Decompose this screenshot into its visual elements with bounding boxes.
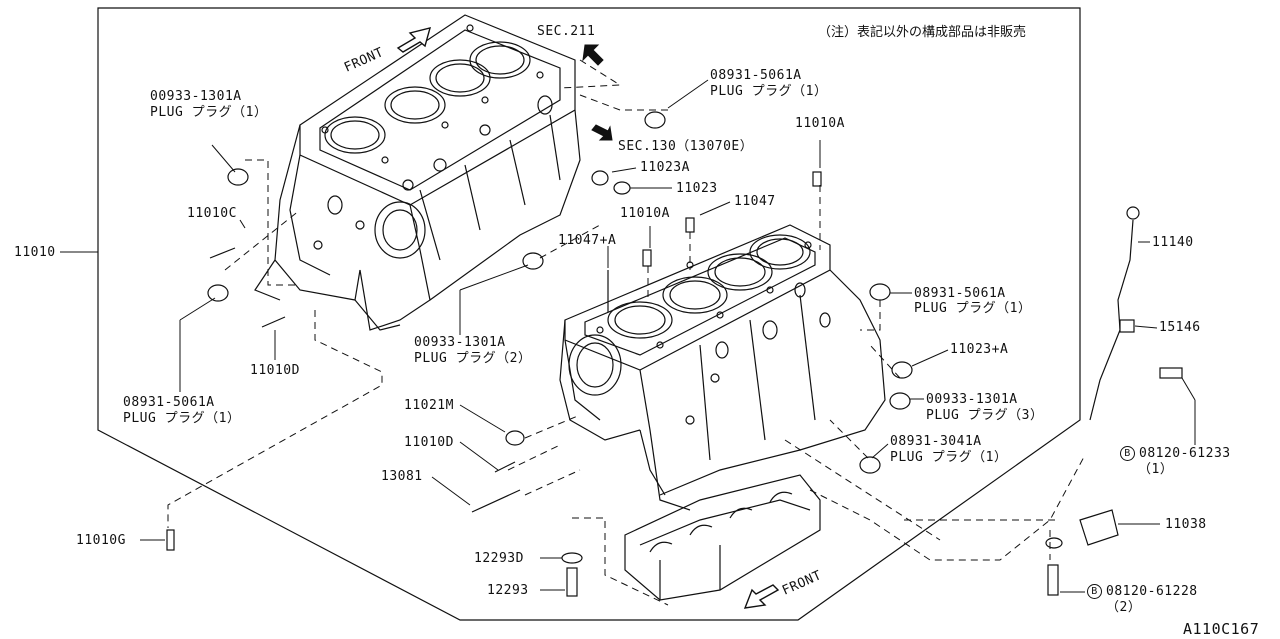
callout-08931-right-number[interactable]: 08931-5061A [914, 286, 1006, 301]
callout-11010a-top[interactable]: 11010A [795, 116, 845, 131]
callout-11140[interactable]: 11140 [1152, 235, 1194, 250]
callout-08931-3041a-number[interactable]: 08931-3041A [890, 434, 982, 449]
bolt-symbol-icon: B [1087, 584, 1102, 599]
callout-11021m[interactable]: 11021M [404, 398, 454, 413]
callout-11038[interactable]: 11038 [1165, 517, 1207, 532]
callout-12293[interactable]: 12293 [487, 583, 529, 598]
callout-11010g[interactable]: 11010G [76, 533, 126, 548]
callout-11010d-left[interactable]: 11010D [250, 363, 300, 378]
leader-lines [60, 79, 1196, 593]
dashed-guides [167, 59, 1086, 606]
front-arrow-bottom [743, 584, 780, 609]
sec-130-label: SEC.130（13070E） [618, 139, 754, 154]
callout-08120-61233-qty: （1） [1138, 462, 1174, 477]
callout-08120-61233[interactable]: B 08120-61233 [1120, 446, 1231, 461]
callout-00933-top-desc: PLUG プラグ（1） [150, 105, 268, 120]
assembly-boundary [97, 7, 1081, 621]
callout-11010[interactable]: 11010 [14, 245, 56, 260]
callout-00933-mid-desc: PLUG プラグ（2） [414, 351, 532, 366]
callout-08931-3041a-desc: PLUG プラグ（1） [890, 450, 1008, 465]
callout-00933-right-desc: PLUG プラグ（3） [926, 408, 1044, 423]
sec130-arrow [591, 124, 613, 141]
callout-08120-61228-number: 08120-61228 [1106, 584, 1198, 599]
cylinder-block-lower [559, 224, 886, 601]
diagram-code: A110C167 [1183, 620, 1260, 638]
callout-13081[interactable]: 13081 [381, 469, 423, 484]
callout-08931-left-desc: PLUG プラグ（1） [123, 411, 241, 426]
callout-11023-a[interactable]: 11023+A [950, 342, 1009, 357]
sec-211-label: SEC.211 [537, 24, 596, 39]
callout-11010d-mid[interactable]: 11010D [404, 435, 454, 450]
callout-00933-right-number[interactable]: 00933-1301A [926, 392, 1018, 407]
callout-00933-mid-number[interactable]: 00933-1301A [414, 335, 506, 350]
callout-12293d[interactable]: 12293D [474, 551, 524, 566]
cylinder-block-upper [254, 14, 581, 331]
callout-11047[interactable]: 11047 [734, 194, 776, 209]
small-parts [166, 111, 1183, 597]
front-arrow-top [396, 27, 431, 53]
non-sale-note: （注）表記以外の構成部品は非販売 [818, 25, 1027, 40]
callout-08120-61228[interactable]: B 08120-61228 [1087, 584, 1198, 599]
callout-00933-top-number[interactable]: 00933-1301A [150, 89, 242, 104]
callout-11047-a[interactable]: 11047+A [558, 233, 617, 248]
section-arrows [582, 44, 613, 141]
callout-11010c[interactable]: 11010C [187, 206, 237, 221]
callout-08931-left-number[interactable]: 08931-5061A [123, 395, 215, 410]
callout-08931-right-desc: PLUG プラグ（1） [914, 301, 1032, 316]
callout-15146[interactable]: 15146 [1159, 320, 1201, 335]
bolt-symbol-icon: B [1120, 446, 1135, 461]
callout-08120-61228-qty: （2） [1106, 600, 1142, 615]
front-arrows [396, 27, 780, 609]
callout-11023[interactable]: 11023 [676, 181, 718, 196]
callout-08931-top-number[interactable]: 08931-5061A [710, 68, 802, 83]
callout-11010a-mid[interactable]: 11010A [620, 206, 670, 221]
sec211-arrow [582, 44, 604, 66]
callout-08931-top-desc: PLUG プラグ（1） [710, 84, 828, 99]
callout-08120-61233-number: 08120-61233 [1139, 446, 1231, 461]
callout-11023a[interactable]: 11023A [640, 160, 690, 175]
